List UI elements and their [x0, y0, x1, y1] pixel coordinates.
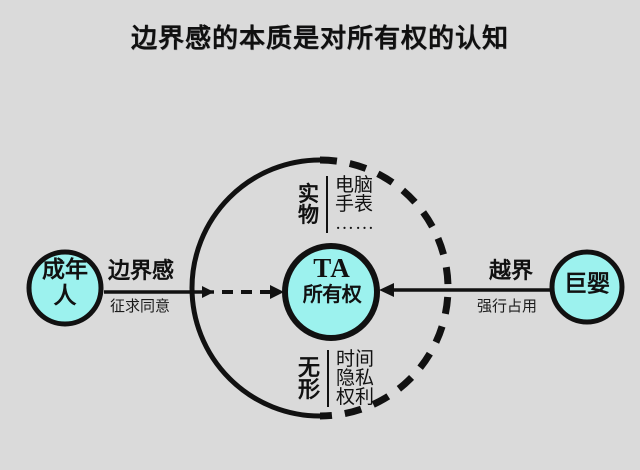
arrow-left-caption-top: 边界感 [108, 258, 175, 283]
category-group-intangible: 无 形 时间 隐私 权利 [298, 350, 374, 407]
node-label-giant-baby: 巨婴 [551, 271, 623, 296]
arrow-right-caption-top: 越界 [489, 258, 534, 283]
page-title: 边界感的本质是对所有权的认知 [130, 24, 509, 53]
node-circle-adult[interactable] [26, 249, 104, 327]
category-item-tangible-1: 手表 [335, 194, 374, 215]
node-label-giant-baby-line1: 巨婴 [564, 271, 610, 296]
category-key-tangible-char2: 物 [298, 202, 319, 227]
node-label-adult: 成年 人 [30, 258, 100, 308]
boundary-arc-dashed-right [319, 156, 452, 420]
category-group-tangible: 实 物 电脑 手表 …… [298, 176, 375, 233]
category-key-tangible-char1: 实 [298, 181, 319, 206]
node-label-ownership: TA 所有权 [287, 253, 377, 307]
node-circle-giant-baby[interactable] [549, 249, 625, 325]
node-circle-ownership[interactable] [282, 243, 380, 341]
category-key-tangible: 实 物 [298, 181, 319, 227]
arrow-left-caption-bottom: 征求同意 [110, 299, 171, 315]
boundary-arc-solid-left [189, 157, 323, 419]
category-item-tangible-2: …… [335, 213, 375, 234]
category-divider-tangible [326, 176, 328, 233]
category-item-tangible-0: 电脑 [335, 175, 374, 196]
category-divider-intangible [327, 350, 330, 407]
category-items-intangible: 时间 隐私 权利 [336, 350, 374, 407]
category-key-intangible: 无 形 [298, 354, 321, 402]
category-item-intangible-0: 时间 [336, 349, 375, 370]
category-item-intangible-1: 隐私 [336, 368, 375, 389]
category-items-tangible: 电脑 手表 …… [335, 176, 375, 233]
arrow-left-solid-head [202, 286, 214, 298]
arrow-right-head [379, 283, 394, 297]
node-label-adult-line2: 人 [53, 283, 77, 309]
arrow-right-caption-bottom: 强行占用 [477, 299, 538, 315]
node-label-ownership-line2: 所有权 [302, 284, 362, 307]
category-key-intangible-char1: 无 [298, 354, 321, 380]
category-item-intangible-2: 权利 [336, 387, 375, 408]
arrow-left-dashed-head [270, 285, 284, 299]
node-label-ownership-line1: TA [313, 253, 351, 283]
node-label-adult-line1: 成年 [42, 257, 88, 282]
category-key-intangible-char2: 形 [298, 376, 321, 402]
